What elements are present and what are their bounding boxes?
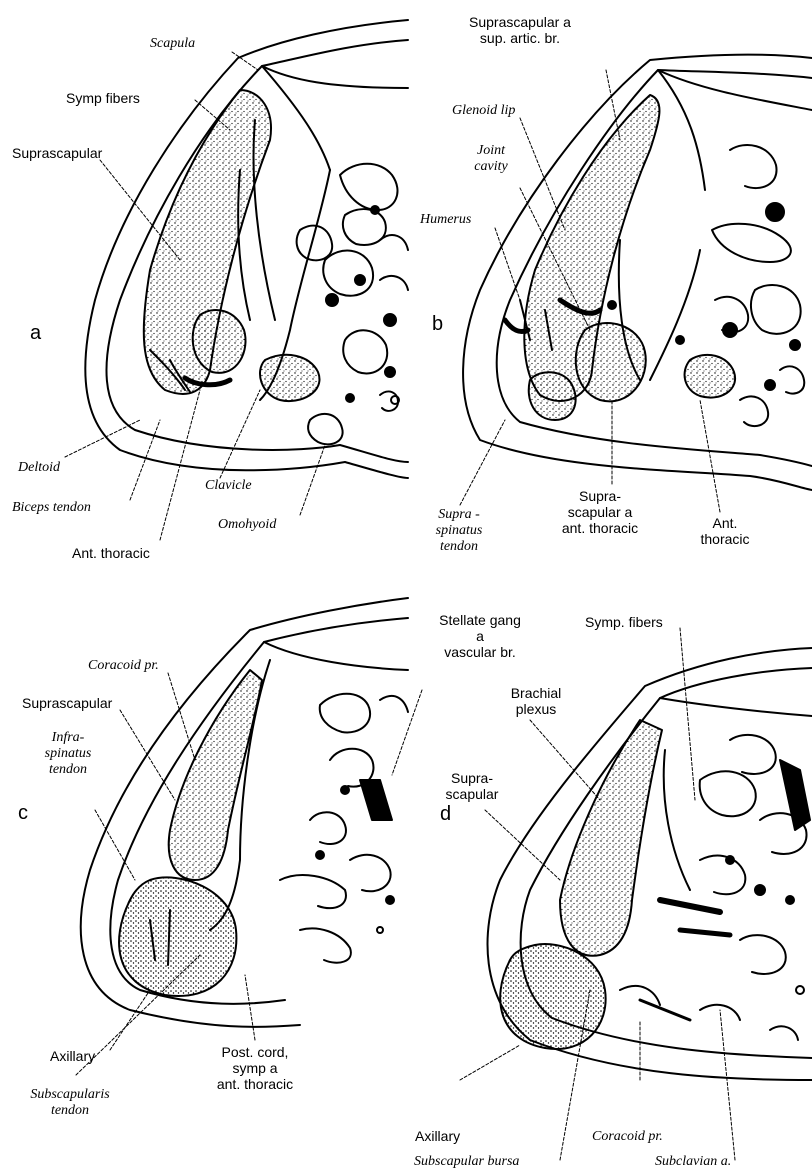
label-suprascapular-d: Supra- scapular — [432, 770, 512, 802]
label-ant-thoracic-b: Ant. thoracic — [690, 515, 760, 547]
label-symp-fibers: Symp fibers — [66, 90, 140, 106]
label-biceps-tendon: Biceps tendon — [12, 500, 91, 516]
panel-d-letter: d — [440, 806, 451, 822]
label-brachial-plexus: Brachial plexus — [496, 685, 576, 717]
label-ant-thoracic: Ant. thoracic — [72, 545, 150, 561]
label-subscapularis-tendon: Subscapularis tendon — [10, 1087, 130, 1119]
label-subclavian-a: Subclavian a. — [655, 1154, 731, 1170]
label-suprascapular-ant-thoracic: Supra- scapular a ant. thoracic — [540, 488, 660, 536]
label-clavicle: Clavicle — [205, 478, 252, 494]
label-scapula: Scapula — [150, 36, 195, 52]
label-suprascapular: Suprascapular — [12, 145, 102, 161]
label-subscapular-bursa: Subscapular bursa — [414, 1154, 519, 1170]
panel-b-letter: b — [432, 316, 443, 332]
label-humerus: Humerus — [420, 212, 471, 228]
label-stellate-gang: Stellate gang a vascular br. — [410, 612, 550, 660]
label-coracoid-pr-c: Coracoid pr. — [88, 658, 159, 674]
label-deltoid: Deltoid — [18, 460, 60, 476]
label-supraspinatus-tendon: Supra - spinatus tendon — [424, 507, 494, 555]
label-axillary-d: Axillary — [415, 1128, 460, 1144]
label-symp-fibers-d: Symp. fibers — [585, 614, 663, 630]
label-coracoid-pr-d: Coracoid pr. — [592, 1129, 663, 1145]
panel-b-drawing — [460, 55, 812, 512]
panel-c-letter: c — [18, 805, 28, 821]
panel-a-letter: a — [30, 325, 41, 341]
label-infraspinatus-tendon: Infra- spinatus tendon — [28, 730, 108, 778]
label-suprascapular-c: Suprascapular — [22, 695, 112, 711]
label-axillary-c: Axillary — [50, 1048, 95, 1064]
label-joint-cavity: Joint cavity — [466, 143, 516, 175]
label-post-cord: Post. cord, symp a ant. thoracic — [190, 1044, 320, 1092]
label-glenoid-lip: Glenoid lip — [452, 103, 515, 119]
label-omohyoid: Omohyoid — [218, 517, 276, 533]
label-suprascapular-artic: Suprascapular a sup. artic. br. — [440, 14, 600, 46]
